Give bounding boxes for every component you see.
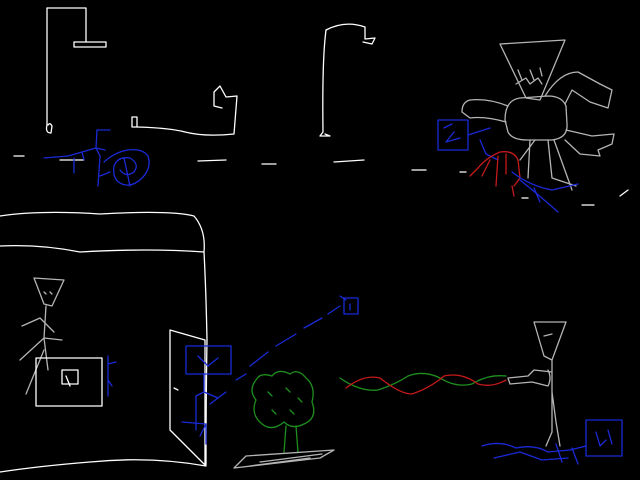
tree-base-platform	[233, 449, 335, 469]
monster-tentacle-right	[564, 129, 615, 157]
monster-boss[interactable]	[461, 39, 615, 191]
street-lamp-right	[319, 23, 376, 137]
blue-scribble-creature[interactable]	[43, 129, 150, 187]
stick-figure-enemy[interactable]	[507, 321, 567, 447]
monster-arm-upper	[461, 98, 509, 123]
enemy-head	[533, 321, 567, 361]
tree	[251, 370, 315, 453]
street-lamp-left	[45, 7, 107, 134]
monster-tentacle-top	[544, 71, 613, 109]
player-head	[33, 277, 65, 307]
red-scribble-creature[interactable]	[469, 151, 521, 197]
tree-crown	[251, 370, 315, 429]
sign-post	[131, 85, 238, 136]
monster-legs	[519, 139, 577, 191]
road-dashes	[13, 155, 629, 206]
picture-frame[interactable]	[35, 357, 103, 407]
monster-body	[504, 95, 568, 141]
blue-ground-lines-bottom	[481, 442, 587, 465]
helix-beam	[339, 372, 507, 395]
monster-head	[499, 39, 566, 101]
building-door	[169, 329, 206, 466]
blue-box-item-right[interactable]	[437, 119, 499, 161]
building-outline	[0, 211, 208, 473]
blue-robot[interactable]	[181, 295, 359, 445]
stick-figure-player[interactable]	[19, 277, 65, 395]
tree-trunk	[283, 425, 299, 453]
blue-door-marker	[107, 355, 117, 397]
blue-box-item-bottom[interactable]	[585, 419, 623, 457]
blue-ground-lines-right	[511, 171, 579, 213]
